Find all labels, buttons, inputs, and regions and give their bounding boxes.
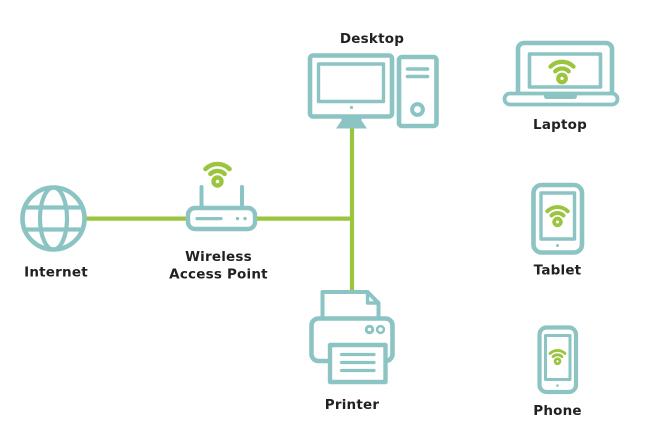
desktop-label: Desktop (340, 31, 404, 47)
wireless-router-icon (185, 185, 258, 232)
laptop-label: Laptop (533, 117, 587, 133)
globe-icon (20, 185, 87, 252)
node-wireless-access-point: Wireless Access Point (169, 164, 268, 283)
node-desktop: Desktop (307, 31, 439, 129)
wifi-signal-icon (205, 164, 229, 185)
phone-label: Phone (533, 403, 582, 419)
wap-label-line2: Access Point (169, 267, 268, 283)
laptop-wifi-icon (502, 40, 620, 107)
node-phone: Phone (533, 325, 582, 419)
phone-wifi-icon (537, 325, 579, 395)
printer-label: Printer (325, 397, 380, 413)
internet-label: Internet (24, 265, 88, 281)
node-laptop: Laptop (502, 40, 620, 133)
node-printer: Printer (309, 290, 395, 413)
tablet-label: Tablet (534, 263, 582, 279)
printer-icon (309, 290, 395, 385)
desktop-computer-icon (307, 53, 439, 129)
wap-label-line1: Wireless (185, 249, 252, 265)
node-tablet: Tablet (531, 182, 585, 279)
node-internet: Internet (20, 185, 88, 281)
tablet-wifi-icon (531, 182, 585, 255)
